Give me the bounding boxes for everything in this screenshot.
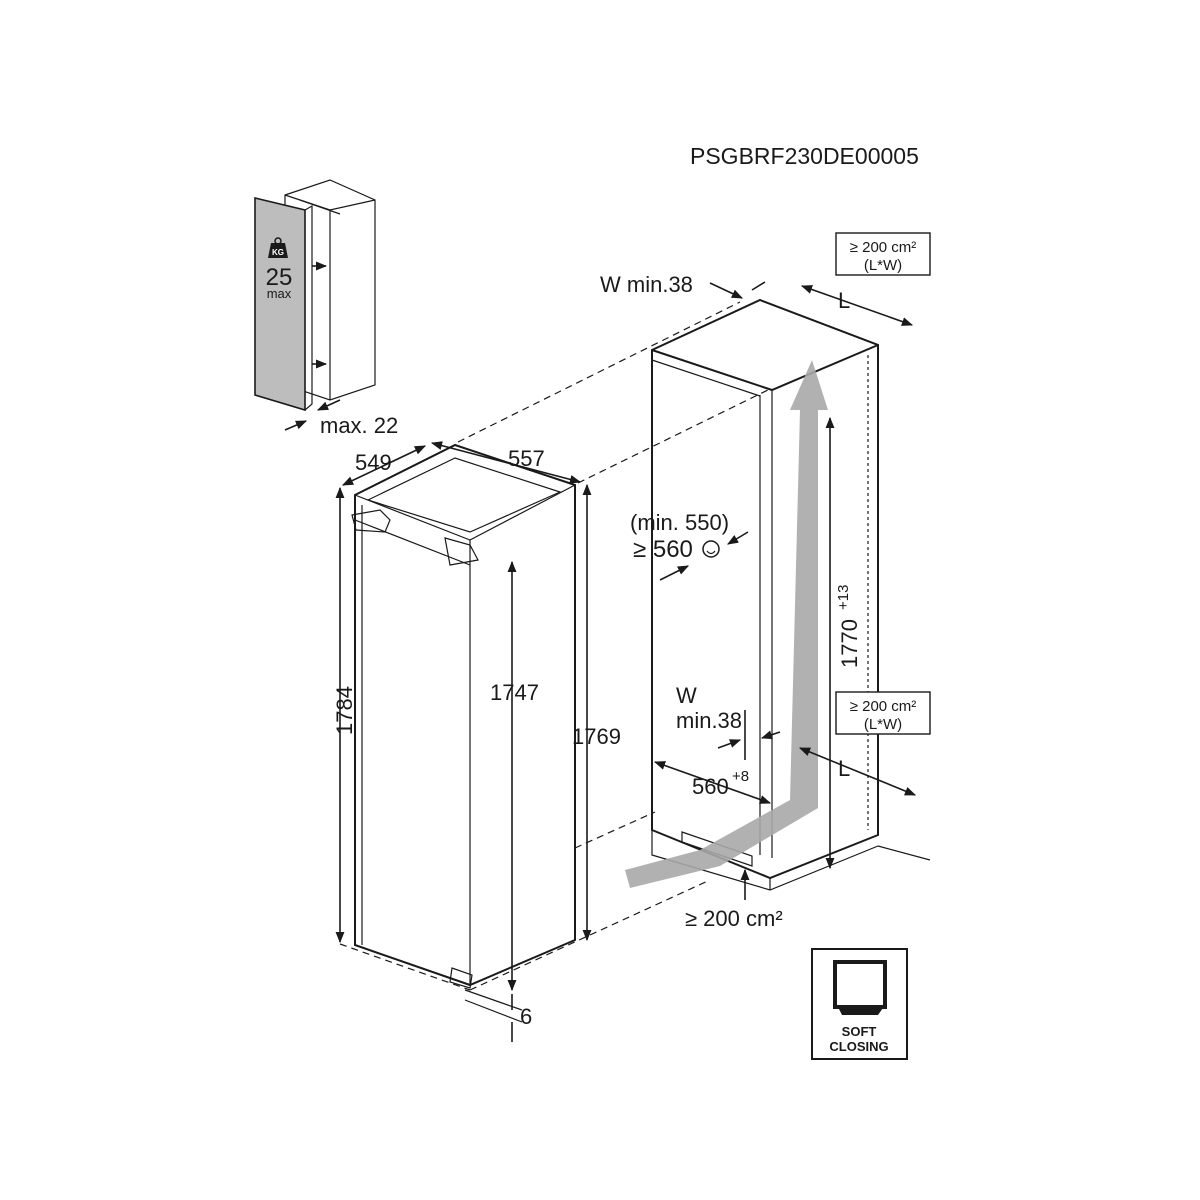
niche-depth-recommended: ≥ 560 [633, 536, 693, 563]
niche-height-tolerance: +13 [835, 585, 852, 610]
appliance-depth: 549 [355, 450, 392, 475]
vent-back-area: ≥ 200 cm² [850, 698, 917, 715]
appliance-width: 557 [508, 446, 545, 471]
vent-bottom-area: ≥ 200 cm² [685, 906, 783, 931]
vent-back-w1: W [676, 683, 697, 708]
vent-back-w2: min.38 [676, 708, 742, 733]
decor-panel [254, 196, 306, 412]
vent-top-lw: (L*W) [864, 257, 902, 274]
document-code: PSGBRF230DE00005 [690, 143, 919, 169]
smile-icon [702, 540, 720, 558]
weight-unit: max [267, 286, 292, 301]
projection-lines [339, 301, 773, 991]
soft-closing-line2: CLOSING [829, 1039, 888, 1054]
appliance-drawing: 549 557 1784 1747 1769 6 [332, 441, 621, 1042]
appliance-body-height: 1769 [572, 724, 621, 749]
appliance-bottom-offset: 6 [520, 1004, 532, 1029]
appliance-door-height: 1747 [490, 680, 539, 705]
vent-top-w: W min.38 [600, 272, 693, 297]
niche-drawing: ≥ 200 cm² (L*W) W min.38 L (min. 550) ≥ … [600, 232, 931, 931]
vent-top-area: ≥ 200 cm² [850, 239, 917, 256]
vent-back-lw: (L*W) [864, 716, 902, 733]
appliance-total-height: 1784 [332, 686, 357, 735]
vent-top-l: L [838, 288, 850, 313]
panel-thickness-label: max. 22 [320, 413, 398, 438]
vent-back-l: L [838, 756, 850, 781]
weight-icon [268, 243, 288, 258]
vent-top-box [835, 232, 931, 276]
weight-badge: KG [272, 248, 284, 257]
soft-closing-icon: SOFT CLOSING [811, 948, 908, 1060]
soft-closing-line1: SOFT [842, 1024, 877, 1039]
niche-width-tolerance: +8 [732, 768, 749, 785]
vent-back-box [835, 691, 931, 735]
niche-depth-min-note: (min. 550) [630, 510, 729, 535]
airflow-arrow [625, 360, 828, 888]
weight-value: 25 [266, 264, 293, 291]
door-panel-detail: KG 25 max max. 22 [254, 179, 398, 438]
niche-width: 560 [692, 774, 729, 799]
niche-height: 1770 [837, 619, 862, 668]
